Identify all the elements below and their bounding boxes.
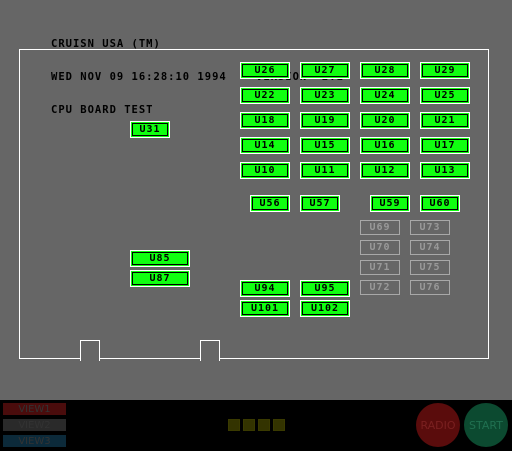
chip: U59 [370, 195, 410, 212]
chip: U102 [300, 300, 350, 317]
chip: U72 [360, 280, 400, 295]
indicator-lamp [243, 419, 255, 431]
start-button[interactable]: START [464, 403, 508, 447]
indicator-lamp [228, 419, 240, 431]
view1-button[interactable]: VIEW1 [3, 403, 66, 415]
chip: U95 [300, 280, 350, 297]
game-title: CRUISN USA (TM) [51, 38, 161, 50]
chip: U25 [420, 87, 470, 104]
chip: U73 [410, 220, 450, 235]
chip: U26 [240, 62, 290, 79]
chip: U10 [240, 162, 290, 179]
chip: U15 [300, 137, 350, 154]
board-notch-left [80, 340, 100, 361]
chip: U87 [130, 270, 190, 287]
chip: U19 [300, 112, 350, 129]
chip: U24 [360, 87, 410, 104]
radio-button[interactable]: RADIO [416, 403, 460, 447]
chip: U85 [130, 250, 190, 267]
chip: U74 [410, 240, 450, 255]
chip: U18 [240, 112, 290, 129]
chip: U17 [420, 137, 470, 154]
chip: U11 [300, 162, 350, 179]
view2-button[interactable]: VIEW2 [3, 419, 66, 431]
chip: U22 [240, 87, 290, 104]
chip: U28 [360, 62, 410, 79]
chip: U101 [240, 300, 290, 317]
chip: U21 [420, 112, 470, 129]
indicator-lamp [273, 419, 285, 431]
board-notch-right [200, 340, 220, 361]
view3-button[interactable]: VIEW3 [3, 435, 66, 447]
chip: U69 [360, 220, 400, 235]
chip: U70 [360, 240, 400, 255]
chip: U94 [240, 280, 290, 297]
chip: U75 [410, 260, 450, 275]
chip: U71 [360, 260, 400, 275]
chip: U12 [360, 162, 410, 179]
chip: U27 [300, 62, 350, 79]
cpu-board-outline [19, 49, 489, 359]
chip: U56 [250, 195, 290, 212]
chip: U20 [360, 112, 410, 129]
chip: U76 [410, 280, 450, 295]
chip: U31 [130, 121, 170, 138]
chip: U23 [300, 87, 350, 104]
indicator-lamp [258, 419, 270, 431]
chip: U13 [420, 162, 470, 179]
test-name: CPU BOARD TEST [51, 104, 154, 116]
chip: U57 [300, 195, 340, 212]
chip: U14 [240, 137, 290, 154]
chip: U16 [360, 137, 410, 154]
chip: U29 [420, 62, 470, 79]
chip: U60 [420, 195, 460, 212]
